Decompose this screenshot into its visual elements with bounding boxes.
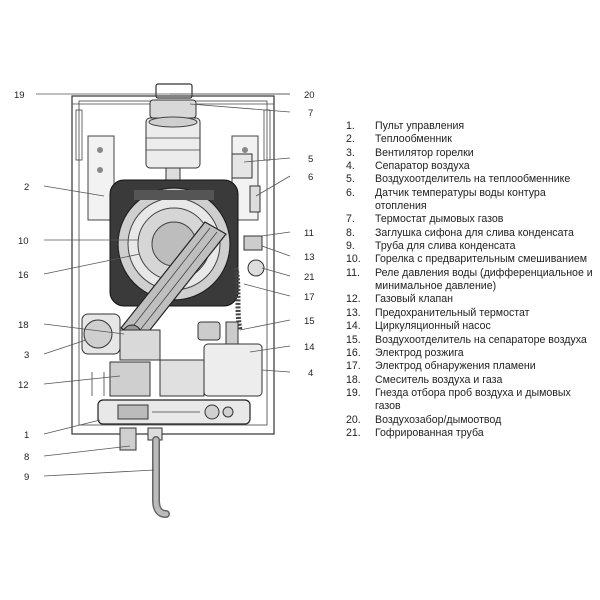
callout-11: 11 — [304, 228, 314, 239]
legend-text: Циркуляционный насос — [375, 320, 491, 333]
callout-14: 14 — [304, 342, 315, 353]
control-panel — [97, 399, 251, 425]
callout-7: 7 — [308, 108, 313, 119]
legend-text: Гофрированная труба — [375, 426, 484, 439]
legend-item: 12. Газовый клапан — [346, 293, 596, 306]
callout-5: 5 — [308, 154, 313, 165]
legend-text: Заглушка сифона для слива конденсата — [375, 226, 574, 239]
legend-item: 13. Предохранительный термостат — [346, 307, 596, 320]
legend-number: 20. — [346, 413, 361, 426]
callout-numbers: 19 20 7 5 6 11 13 21 17 15 14 4 2 10 16 … — [14, 90, 315, 483]
legend-number: 10. — [346, 253, 361, 266]
legend-text: Термостат дымовых газов — [375, 213, 504, 226]
legend-text: Воздухоотделитель на сепараторе воздуха — [375, 333, 587, 346]
legend-number: 18. — [346, 373, 361, 386]
legend-number: 1. — [346, 120, 355, 132]
legend-text: Пульт управления — [375, 120, 465, 132]
callout-10: 10 — [18, 236, 29, 247]
legend-text: Датчик температуры воды контура отоплени… — [375, 186, 546, 213]
legend-number: 19. — [346, 386, 361, 399]
legend-number: 6. — [346, 186, 355, 199]
legend-item: 4. Сепаратор воздуха — [346, 160, 596, 173]
legend-item: 10. Горелка с предварительным смешиванием — [346, 253, 596, 266]
callout-17: 17 — [304, 292, 315, 303]
legend-item: 6. Датчик температуры воды контура отопле… — [346, 187, 596, 214]
callout-3: 3 — [24, 350, 29, 361]
callout-lines — [36, 93, 291, 477]
legend-item: 11. Реле давления воды (дифференциальное … — [346, 267, 596, 294]
legend-item: 7. Термостат дымовых газов — [346, 213, 596, 226]
condensate-drain — [119, 427, 170, 518]
callout-6: 6 — [308, 172, 313, 183]
parts-legend: 1. Пульт управления 2. Теплообменник 3. Вен… — [346, 120, 596, 440]
legend-item: 15. Воздухоотделитель на сепараторе возду… — [346, 334, 596, 347]
callout-19: 19 — [14, 90, 25, 101]
legend-item: 19. Гнезда отбора проб воздуха и дымовых … — [346, 387, 596, 414]
right-components — [231, 153, 265, 331]
legend-number: 13. — [346, 306, 361, 319]
legend-text: Теплообменник — [375, 133, 452, 146]
legend-text: Горелка с предварительным смешиванием — [375, 253, 588, 266]
legend-number: 5. — [346, 173, 355, 186]
legend-item: 1. Пульт управления — [346, 120, 596, 133]
legend-number: 15. — [346, 333, 361, 346]
legend-number: 4. — [346, 160, 355, 173]
legend-number: 11. — [346, 266, 360, 279]
legend-text: Сепаратор воздуха — [375, 160, 470, 173]
legend-text: Труба для слива конденсата — [375, 240, 516, 253]
legend-item: 20. Воздухозабор/дымоотвод — [346, 414, 596, 427]
legend-item: 5. Воздухоотделитель на теплообменнике — [346, 173, 596, 186]
legend-item: 14. Циркуляционный насос — [346, 320, 596, 333]
callout-21: 21 — [304, 272, 315, 283]
legend-text: Предохранительный термостат — [375, 306, 530, 319]
callout-16: 16 — [18, 270, 29, 281]
legend-item: 17. Электрод обнаружения пламени — [346, 360, 596, 373]
legend-text: Гнезда отбора проб воздуха и дымовых газ… — [375, 386, 571, 413]
legend-item: 8. Заглушка сифона для слива конденсата — [346, 227, 596, 240]
legend-item: 16. Электрод розжига — [346, 347, 596, 360]
callout-13: 13 — [304, 252, 315, 263]
legend-text: Газовый клапан — [375, 293, 453, 306]
legend-number: 14. — [346, 320, 361, 333]
callout-12: 12 — [18, 380, 29, 391]
legend-number: 7. — [346, 213, 355, 226]
callout-9: 9 — [24, 472, 29, 483]
legend-item: 21. Гофрированная труба — [346, 427, 596, 440]
legend-number: 2. — [346, 133, 355, 146]
legend-number: 3. — [346, 146, 355, 159]
legend-number: 9. — [346, 240, 355, 253]
legend-number: 17. — [346, 360, 361, 373]
legend-text: Реле давления воды (дифференциальное и м… — [375, 266, 593, 293]
legend-item: 3. Вентилятор горелки — [346, 147, 596, 160]
flue-pipe — [145, 83, 201, 183]
legend-text: Воздухозабор/дымоотвод — [375, 413, 502, 426]
callout-15: 15 — [304, 316, 315, 327]
legend-item: 9. Труба для слива конденсата — [346, 240, 596, 253]
callout-20: 20 — [304, 90, 315, 101]
callout-18: 18 — [18, 320, 29, 331]
legend-item: 18. Смеситель воздуха и газа — [346, 374, 596, 387]
legend-text: Электрод розжига — [375, 346, 464, 359]
callout-8: 8 — [24, 452, 29, 463]
legend-text: Смеситель воздуха и газа — [375, 373, 503, 386]
callout-4: 4 — [308, 368, 313, 379]
callout-1: 1 — [24, 430, 29, 441]
legend-number: 12. — [346, 293, 361, 306]
legend-text: Воздухоотделитель на теплообменнике — [375, 173, 571, 186]
legend-number: 8. — [346, 226, 355, 239]
bottom-components — [81, 313, 263, 397]
callout-2: 2 — [24, 182, 29, 193]
legend-number: 21. — [346, 426, 361, 439]
legend-text: Электрод обнаружения пламени — [375, 360, 536, 373]
legend-text: Вентилятор горелки — [375, 146, 474, 159]
legend-number: 16. — [346, 346, 361, 359]
legend-item: 2. Теплообменник — [346, 133, 596, 146]
